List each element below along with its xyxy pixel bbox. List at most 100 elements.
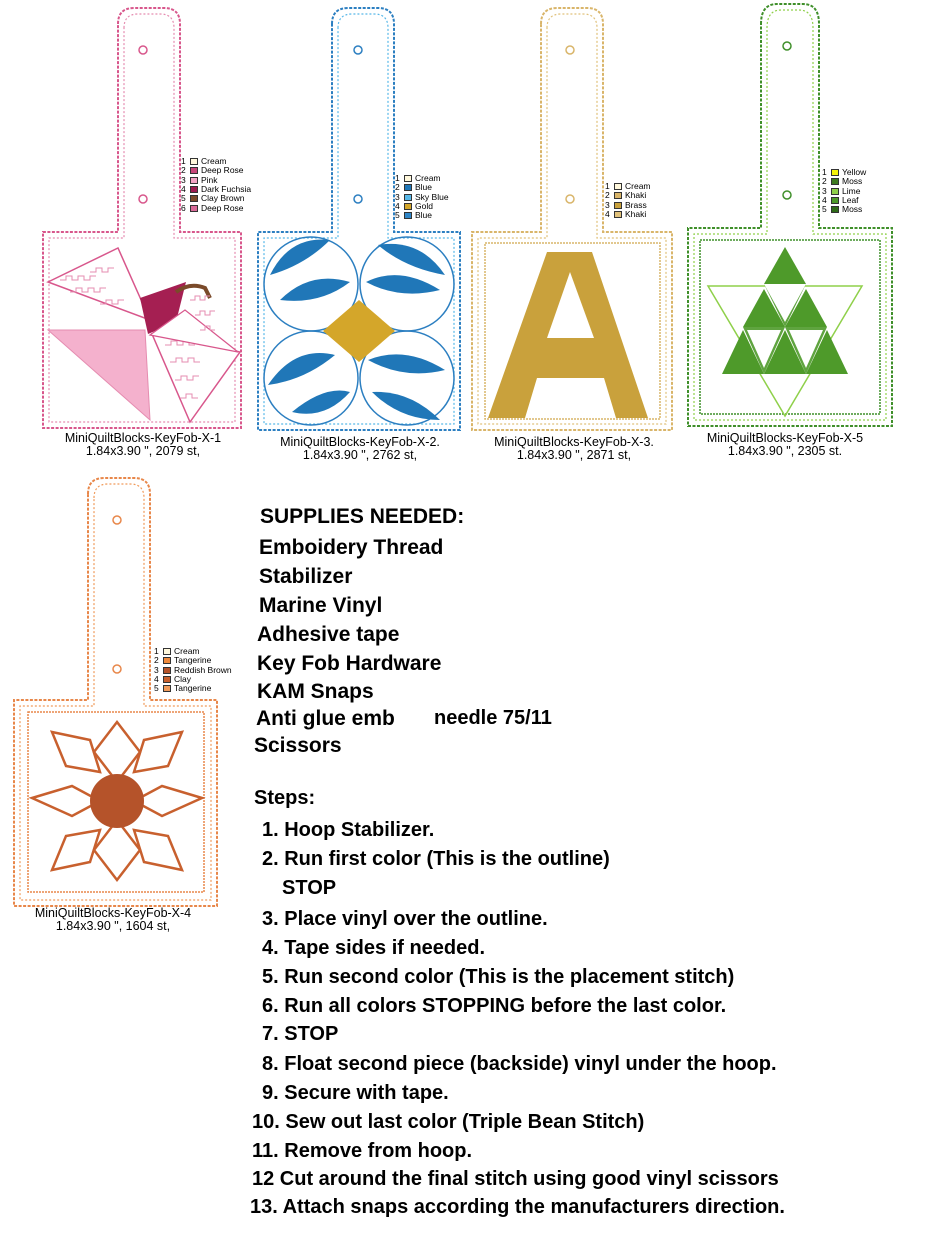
step-item: 11. Remove from hoop.	[252, 1140, 473, 1162]
color-swatch	[404, 212, 412, 220]
supply-item: Key Fob Hardware	[257, 652, 442, 675]
step-item: 8. Float second piece (backside) vinyl u…	[262, 1053, 777, 1075]
supply-item: Scissors	[254, 734, 342, 757]
legend-color-name: Tangerine	[174, 655, 212, 666]
legend-color-name: Pink	[201, 174, 218, 185]
legend-color-name: Blue	[415, 182, 433, 193]
legend-row: 3 Sky Blue	[395, 191, 449, 202]
color-swatch	[190, 204, 198, 212]
legend-color-name: Clay	[174, 674, 192, 685]
supply-item: Adhesive tape	[257, 623, 400, 646]
design-caption-3: MiniQuiltBlocks-KeyFob-X-3. 1.84x3.90 ",…	[484, 436, 664, 462]
design-caption-1: MiniQuiltBlocks-KeyFob-X-1 1.84x3.90 ", …	[58, 432, 228, 458]
legend-color-name: Cream	[415, 173, 441, 184]
legend-number: 1	[822, 167, 827, 178]
color-swatch	[163, 685, 171, 693]
step-item: 9. Secure with tape.	[262, 1082, 449, 1104]
keyfob-3-artwork	[471, 7, 673, 431]
step-item: 6. Run all colors STOPPING before the la…	[262, 995, 727, 1017]
step-item: 2. Run first color (This is the outline)	[262, 848, 610, 870]
legend-color-name: Yellow	[842, 167, 867, 178]
legend-number: 4	[605, 209, 610, 220]
color-swatch	[163, 676, 171, 684]
color-swatch	[614, 192, 622, 200]
legend-row: 2 Blue	[395, 183, 449, 192]
color-swatch	[831, 206, 839, 214]
legend-color-name: Reddish Brown	[174, 664, 232, 675]
legend-number: 5	[822, 204, 827, 215]
supply-item: Anti glue emb	[256, 707, 395, 730]
legend-color-name: Khaki	[625, 190, 647, 201]
step-item: 12 Cut around the final stitch using goo…	[252, 1168, 779, 1190]
color-swatch	[831, 197, 839, 205]
color-swatch	[404, 175, 412, 183]
snap-hole-icon	[138, 45, 148, 55]
legend-number: 4	[154, 674, 159, 685]
legend-number: 5	[395, 210, 400, 221]
snap-hole-icon	[353, 45, 363, 55]
design-caption-5: MiniQuiltBlocks-KeyFob-X-5 1.84x3.90 ", …	[700, 432, 870, 458]
step-item: 13. Attach snaps according the manufactu…	[250, 1196, 785, 1218]
color-swatch	[404, 203, 412, 211]
color-swatch	[831, 178, 839, 186]
color-swatch	[163, 648, 171, 656]
color-swatch	[404, 184, 412, 192]
legend-number: 3	[395, 191, 400, 202]
keyfob-2-artwork	[257, 7, 461, 431]
legend-color-name: Moss	[842, 176, 863, 187]
steps-title: Steps:	[254, 787, 316, 809]
design-info: 1.84x3.90 ", 2871 st,	[516, 448, 632, 462]
legend-color-name: Moss	[842, 204, 863, 215]
step-item: 3. Place vinyl over the outline.	[262, 908, 548, 930]
legend-color-name: Dark Fuchsia	[201, 184, 252, 195]
legend-number: 3	[154, 664, 159, 675]
design-name: MiniQuiltBlocks-KeyFob-X-5	[706, 431, 864, 445]
legend-number: 2	[395, 182, 400, 193]
legend-color-name: Cream	[174, 646, 200, 657]
step-item: STOP	[282, 877, 337, 899]
legend-number: 2	[154, 655, 159, 666]
legend-row: 2 Tangerine	[154, 656, 232, 665]
legend-color-name: Lime	[842, 185, 861, 196]
step-item: 5. Run second color (This is the placeme…	[262, 966, 735, 988]
legend-row: 5 Moss	[822, 205, 866, 214]
design-info: 1.84x3.90 ", 2305 st.	[727, 444, 843, 458]
supply-needle-size: needle 75/11	[434, 707, 552, 729]
legend-number: 5	[181, 193, 186, 204]
legend-number: 2	[822, 176, 827, 187]
design-info: 1.84x3.90 ", 1604 st,	[55, 919, 171, 933]
legend-color-name: Tangerine	[174, 683, 212, 694]
color-swatch	[190, 176, 198, 184]
color-swatch	[404, 193, 412, 201]
supply-item: Stabilizer	[259, 565, 353, 588]
legend-row: 4 Clay	[154, 675, 232, 684]
legend-color-name: Khaki	[625, 209, 647, 220]
supply-item: KAM Snaps	[257, 680, 374, 703]
color-swatch	[831, 187, 839, 195]
legend-color-name: Sky Blue	[415, 191, 449, 202]
legend-color-name: Cream	[201, 156, 227, 167]
legend-color-name: Deep Rose	[201, 202, 244, 213]
design-info: 1.84x3.90 ", 2762 st,	[302, 448, 418, 462]
snap-hole-icon	[565, 45, 575, 55]
legend-color-name: Cream	[625, 181, 651, 192]
step-item: 1. Hoop Stabilizer.	[262, 819, 435, 841]
legend-number: 2	[181, 165, 186, 176]
keyfob-5-artwork	[687, 3, 893, 427]
